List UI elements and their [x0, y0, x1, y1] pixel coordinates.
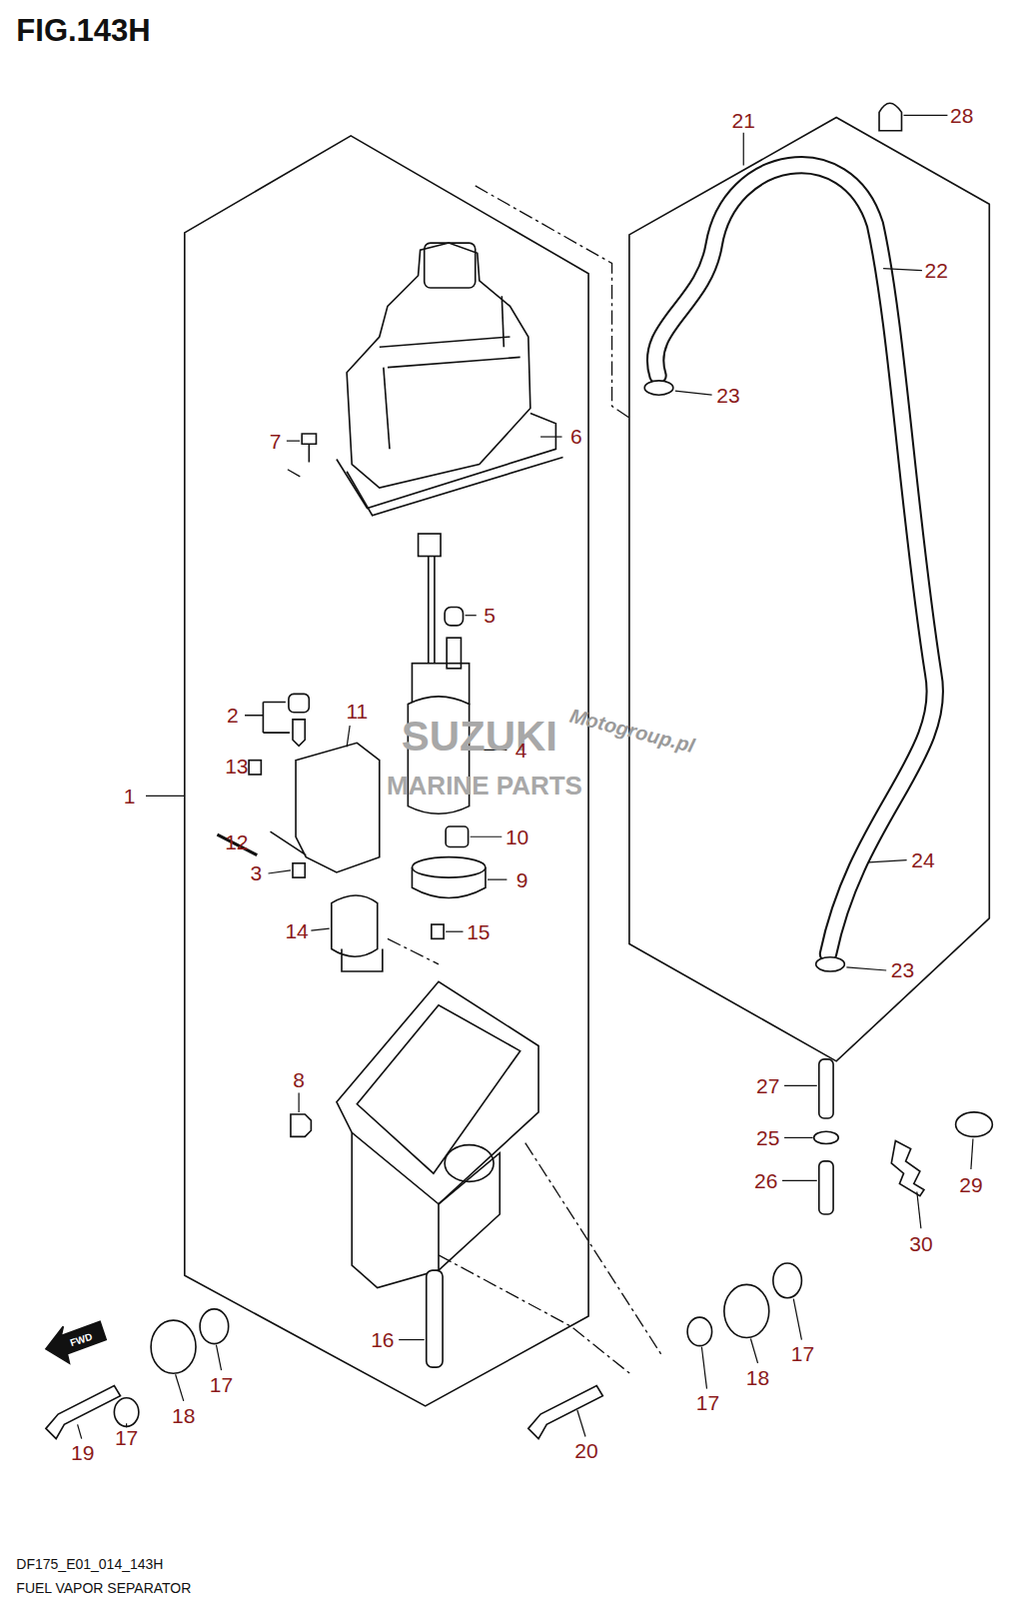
callout-number: 18: [746, 1366, 770, 1388]
callout-number: 7: [269, 430, 282, 452]
callout-number: 11: [345, 700, 368, 722]
callout-number: 24: [911, 849, 935, 871]
watermark: SUZUKI: [401, 715, 558, 758]
callout-number: 29: [959, 1173, 983, 1195]
callout-number: 26: [754, 1169, 778, 1191]
figure-caption: FUEL VAPOR SEPARATOR: [15, 1580, 191, 1595]
callout-number: 17: [791, 1342, 815, 1364]
callout-number: 21: [732, 109, 756, 131]
callout-number: 23: [716, 384, 740, 406]
callout-number: 17: [114, 1426, 138, 1448]
callout-number: 8: [292, 1068, 305, 1090]
callout-number: 13: [224, 755, 248, 777]
callout-number: 10: [505, 826, 529, 848]
callout-number: 20: [574, 1439, 598, 1461]
callout-number: 14: [284, 920, 308, 942]
callout-number: 9: [516, 869, 529, 891]
callout-number: 2: [226, 704, 239, 726]
callout-number: 6: [570, 425, 583, 447]
callout-number: 15: [466, 921, 490, 943]
callout-number: 1: [123, 785, 136, 807]
callout-number: 16: [370, 1328, 394, 1350]
callout-number: 17: [696, 1391, 720, 1413]
housing-cover: [336, 242, 564, 516]
separator-tank: [336, 981, 539, 1287]
group-outline: [629, 117, 990, 1061]
callout-number: 22: [925, 259, 949, 281]
callout-number: 5: [483, 604, 496, 626]
group-outline: [184, 135, 589, 1406]
watermark: Motogroup.pl: [568, 705, 698, 756]
figure-title: FIG.143H: [15, 14, 150, 46]
callout-number: 25: [756, 1126, 780, 1148]
drawing-code: DF175_E01_014_143H: [15, 1556, 163, 1571]
screw: [301, 433, 316, 463]
callout-number: 18: [171, 1404, 195, 1426]
callout-number: 17: [209, 1373, 233, 1395]
callout-number: 19: [70, 1441, 94, 1463]
callout-number: 27: [756, 1074, 780, 1096]
callout-number: 23: [891, 959, 915, 981]
callout-number: 3: [249, 862, 262, 884]
callout-number: 30: [909, 1232, 933, 1254]
callout-number: 28: [950, 104, 974, 126]
watermark: MARINE PARTS: [386, 772, 583, 799]
callout-number: 12: [224, 831, 248, 853]
callout-number: 4: [515, 739, 528, 761]
